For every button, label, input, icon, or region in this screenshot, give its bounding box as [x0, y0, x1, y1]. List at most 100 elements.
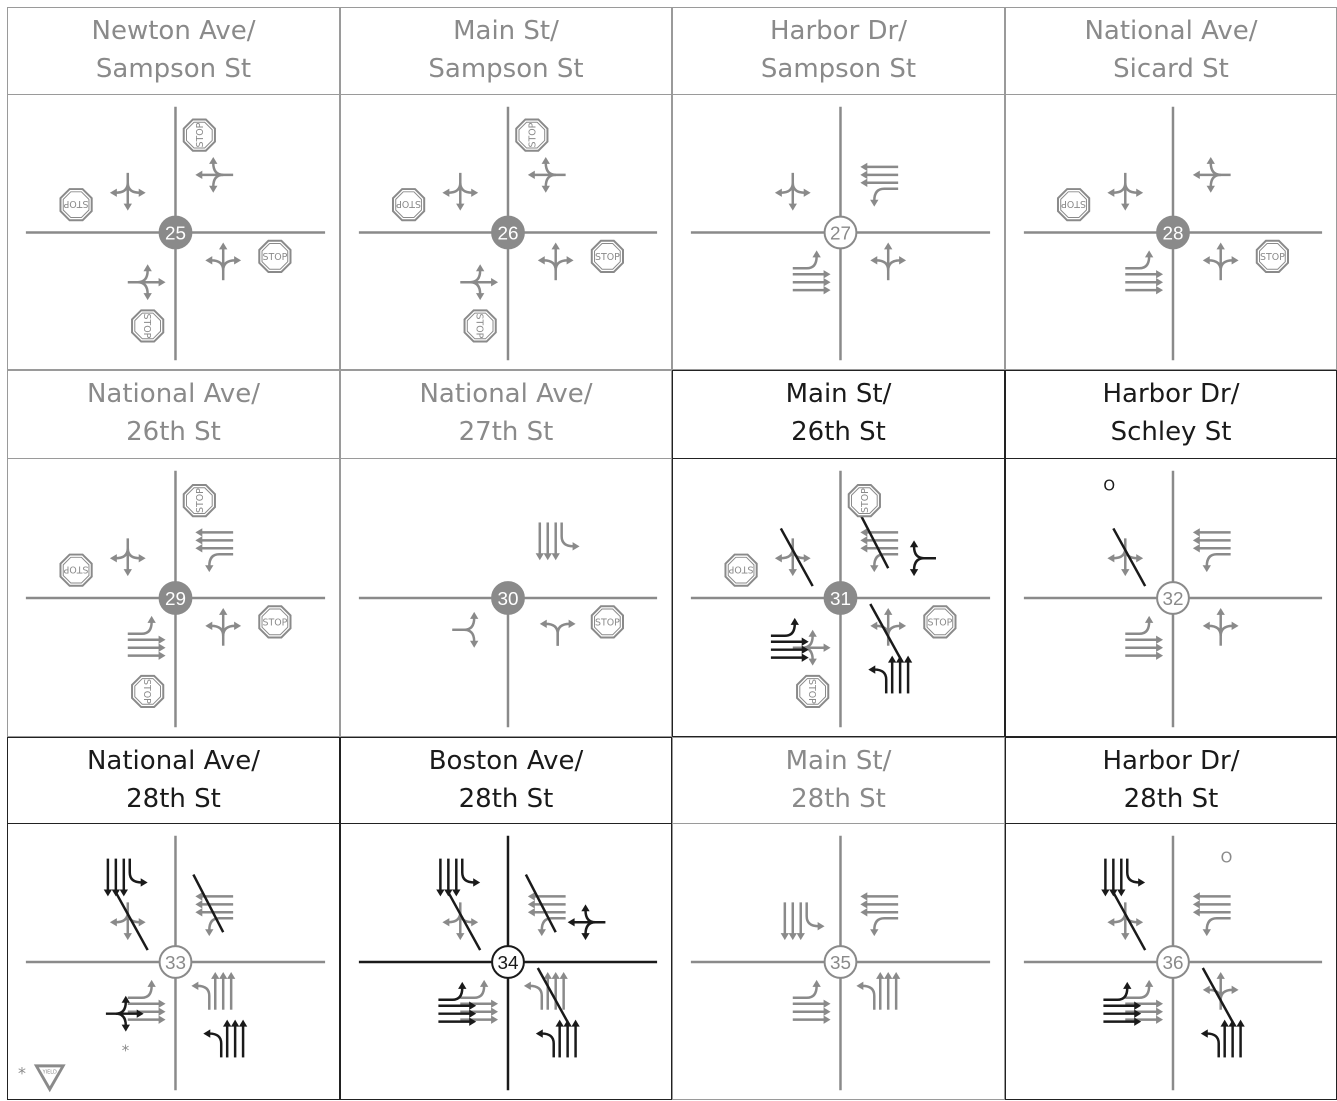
intersection-svg: O32 — [1023, 470, 1323, 728]
multi-lane-arrow-icon — [523, 971, 568, 1010]
intersection-marker — [491, 581, 525, 615]
arrowhead — [790, 617, 799, 625]
arrowhead — [469, 1017, 477, 1026]
arrowhead — [812, 250, 821, 258]
strike-line-icon — [857, 509, 890, 569]
title-line-2: Sampson St — [428, 54, 584, 84]
arrowhead — [205, 565, 214, 573]
arrowhead — [870, 199, 879, 207]
intersection-title: Main St/28th St — [673, 742, 1004, 818]
arrowhead — [195, 900, 203, 909]
yield-sign-text: YIELD — [42, 1069, 57, 1075]
arrowhead — [555, 1019, 564, 1027]
arrowhead — [527, 892, 535, 901]
arrowhead — [195, 892, 203, 901]
multi-lane-arrow-icon — [860, 162, 899, 207]
arrowhead — [147, 615, 156, 623]
title-line-2: 26th St — [126, 417, 221, 447]
header-divider — [341, 823, 671, 824]
stop-sign-text: STOP — [262, 252, 287, 263]
arrowhead — [491, 1015, 499, 1024]
arrowhead — [158, 1007, 166, 1016]
intersection-cell-33: National Ave/28th St*YIELD*33 — [7, 737, 340, 1100]
through-left-right-arrow-icon — [909, 540, 936, 577]
title-line-1: National Ave/ — [1084, 16, 1258, 46]
intersection-svg: 34 — [358, 835, 658, 1091]
arrowhead — [535, 1029, 543, 1038]
arrowhead — [138, 188, 146, 197]
intersection-number: 33 — [165, 953, 186, 974]
arrowhead — [535, 553, 544, 561]
stop-sign-text: STOP — [474, 313, 485, 338]
multi-lane-arrow-icon — [438, 981, 477, 1026]
stop-sign-icon: STOP — [59, 188, 93, 222]
stop-sign-icon: STOP — [131, 309, 165, 343]
stop-sign-text: STOP — [728, 564, 753, 575]
stop-sign-icon: STOP — [59, 553, 93, 587]
arrowhead — [1231, 985, 1239, 995]
arrowhead — [909, 569, 919, 577]
intersection-number: 35 — [830, 953, 851, 974]
arrowhead — [143, 293, 152, 301]
intersection-title: National Ave/28th St — [8, 742, 339, 818]
arrowhead — [195, 170, 203, 180]
stop-sign-text: STOP — [195, 488, 206, 513]
intersection-title: Newton Ave/Sampson St — [8, 12, 339, 88]
arrowhead — [1202, 565, 1211, 573]
arrowhead — [1156, 999, 1164, 1008]
intersection-title: National Ave/Sicard St — [1006, 12, 1336, 88]
arrowhead — [774, 188, 782, 197]
multi-lane-arrow-icon — [868, 655, 913, 694]
title-line-1: Harbor Dr/ — [769, 16, 907, 46]
arrowhead — [543, 553, 552, 561]
arrowhead — [796, 933, 805, 941]
header-divider — [8, 458, 339, 459]
intersection-cell-35: Main St/28th St 35 — [672, 737, 1005, 1100]
arrowhead — [581, 904, 590, 912]
multi-lane-arrow-icon — [1125, 979, 1164, 1024]
arrowhead — [209, 185, 218, 193]
intersection-diagram: 27 — [673, 94, 1004, 371]
multi-lane-arrow-icon — [792, 979, 831, 1024]
title-line-1: Harbor Dr/ — [1102, 379, 1240, 409]
multi-lane-arrow-icon — [460, 979, 499, 1024]
multi-lane-arrow-icon — [103, 858, 148, 897]
arrowhead — [1192, 170, 1200, 180]
arrowhead — [456, 203, 465, 211]
arrowhead — [788, 203, 797, 211]
through-left-right-arrow-icon — [442, 172, 479, 211]
arrowhead — [471, 918, 479, 927]
stop-sign-icon: STOP — [515, 118, 549, 152]
arrowhead — [1138, 878, 1146, 887]
title-line-2: Sampson St — [95, 54, 252, 84]
arrowhead — [456, 933, 465, 941]
stop-sign-text: STOP — [806, 679, 817, 704]
stop-sign-icon: STOP — [1056, 188, 1091, 222]
arrowhead — [136, 1009, 144, 1018]
arrowhead — [1156, 643, 1164, 652]
arrowhead — [870, 929, 879, 937]
multi-lane-arrow-icon — [856, 971, 901, 1010]
arrowhead — [888, 655, 897, 663]
arrowhead — [1216, 607, 1225, 615]
multi-lane-arrow-icon — [195, 892, 234, 937]
arrowhead — [103, 889, 113, 897]
arrowhead — [803, 554, 811, 563]
title-line-2: Sicard St — [1113, 54, 1229, 84]
arrowhead — [870, 565, 879, 573]
multi-lane-arrow-icon — [127, 979, 166, 1024]
arrowhead — [1144, 615, 1154, 623]
arrowhead — [143, 264, 152, 272]
arrowhead — [158, 1015, 166, 1024]
intersection-marker — [158, 945, 193, 979]
arrowhead — [1202, 256, 1210, 265]
arrowhead — [581, 933, 590, 941]
arrowhead — [109, 554, 117, 563]
arrowhead — [195, 528, 203, 537]
multi-lane-arrow-icon — [860, 528, 899, 573]
through-left-right-arrow-icon — [537, 242, 574, 281]
arrowhead — [1134, 1001, 1142, 1010]
arrowhead — [205, 929, 214, 937]
